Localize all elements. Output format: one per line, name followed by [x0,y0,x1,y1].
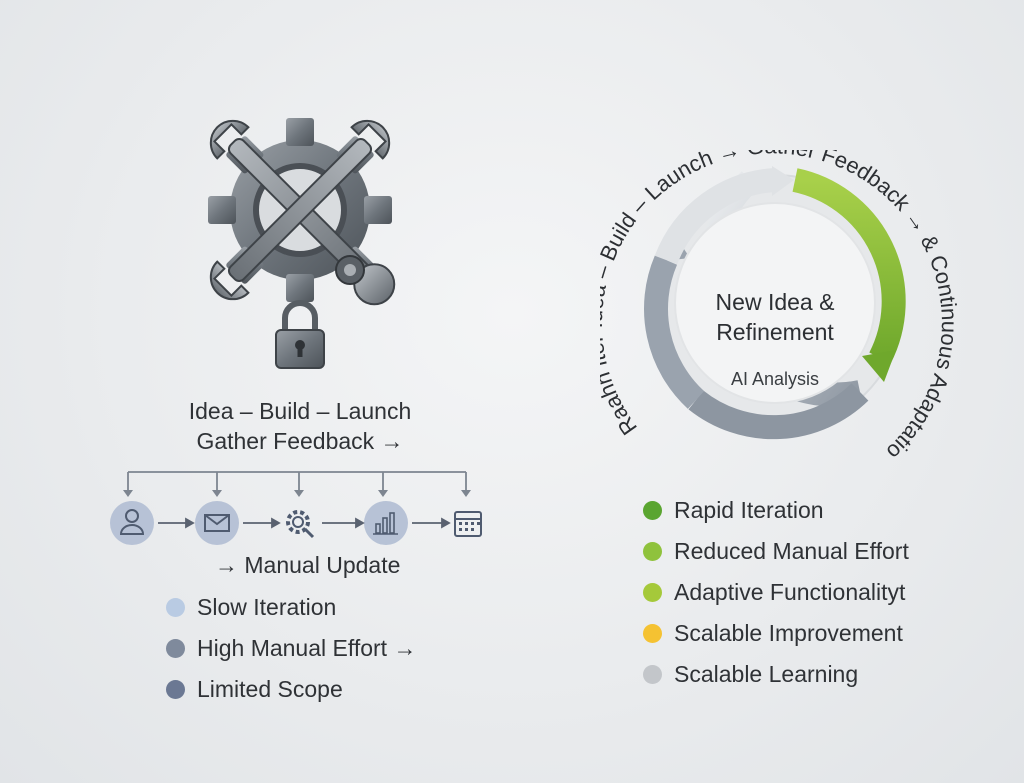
legend-item: Adaptive Functionalityt [643,572,909,613]
legend-item: Scalable Improvement [643,613,909,654]
legend-dot [643,583,662,602]
flow-title: Idea – Build – Launch [188,398,412,424]
legend-dot [643,665,662,684]
iteration-cycle-diagram: Raahn iter Idea – Build – Launch → Gathe… [600,150,962,465]
right-legend: Rapid Iteration Reduced Manual Effort Ad… [643,490,909,695]
legend-label: Adaptive Functionalityt [674,579,906,605]
step-bar-chart [364,501,408,545]
legend-item: Slow Iteration [166,587,416,628]
center-title-line1: New Idea & [716,289,835,315]
legend-label: Rapid Iteration [674,497,824,523]
gear-wrench-lock-icon [208,118,396,369]
step-user [110,501,154,545]
step-calendar [454,511,482,537]
left-legend: Slow Iteration High Manual Effort → Limi… [166,587,416,710]
legend-item: Reduced Manual Effort [643,531,909,572]
legend-dot [166,639,185,658]
cycle-arrow-right [862,350,896,382]
legend-label: Scalable Improvement [674,620,903,646]
legend-dot [166,680,185,699]
manual-update-label: → Manual Update [215,552,401,578]
center-subtitle: AI Analysis [731,369,819,389]
flow-subtitle: Gather Feedback → [196,428,404,454]
legend-dot [643,542,662,561]
legend-item: Rapid Iteration [643,490,909,531]
legend-item: High Manual Effort → [166,628,416,669]
step-mail [195,501,239,545]
legend-dot [643,624,662,643]
legend-label: Scalable Learning [674,661,859,687]
cycle-arrow-top [772,166,794,196]
legend-dot [643,501,662,520]
linear-process-flow [110,471,482,545]
legend-dot [166,598,185,617]
legend-label: High Manual Effort → [197,635,417,661]
legend-label: Limited Scope [197,676,343,702]
legend-item: Limited Scope [166,669,416,710]
legend-item: Scalable Learning [643,654,909,695]
legend-label: Reduced Manual Effort [674,538,909,564]
center-title-line2: Refinement [716,319,834,345]
step-gear-search [286,510,315,539]
legend-label: Slow Iteration [197,594,337,620]
